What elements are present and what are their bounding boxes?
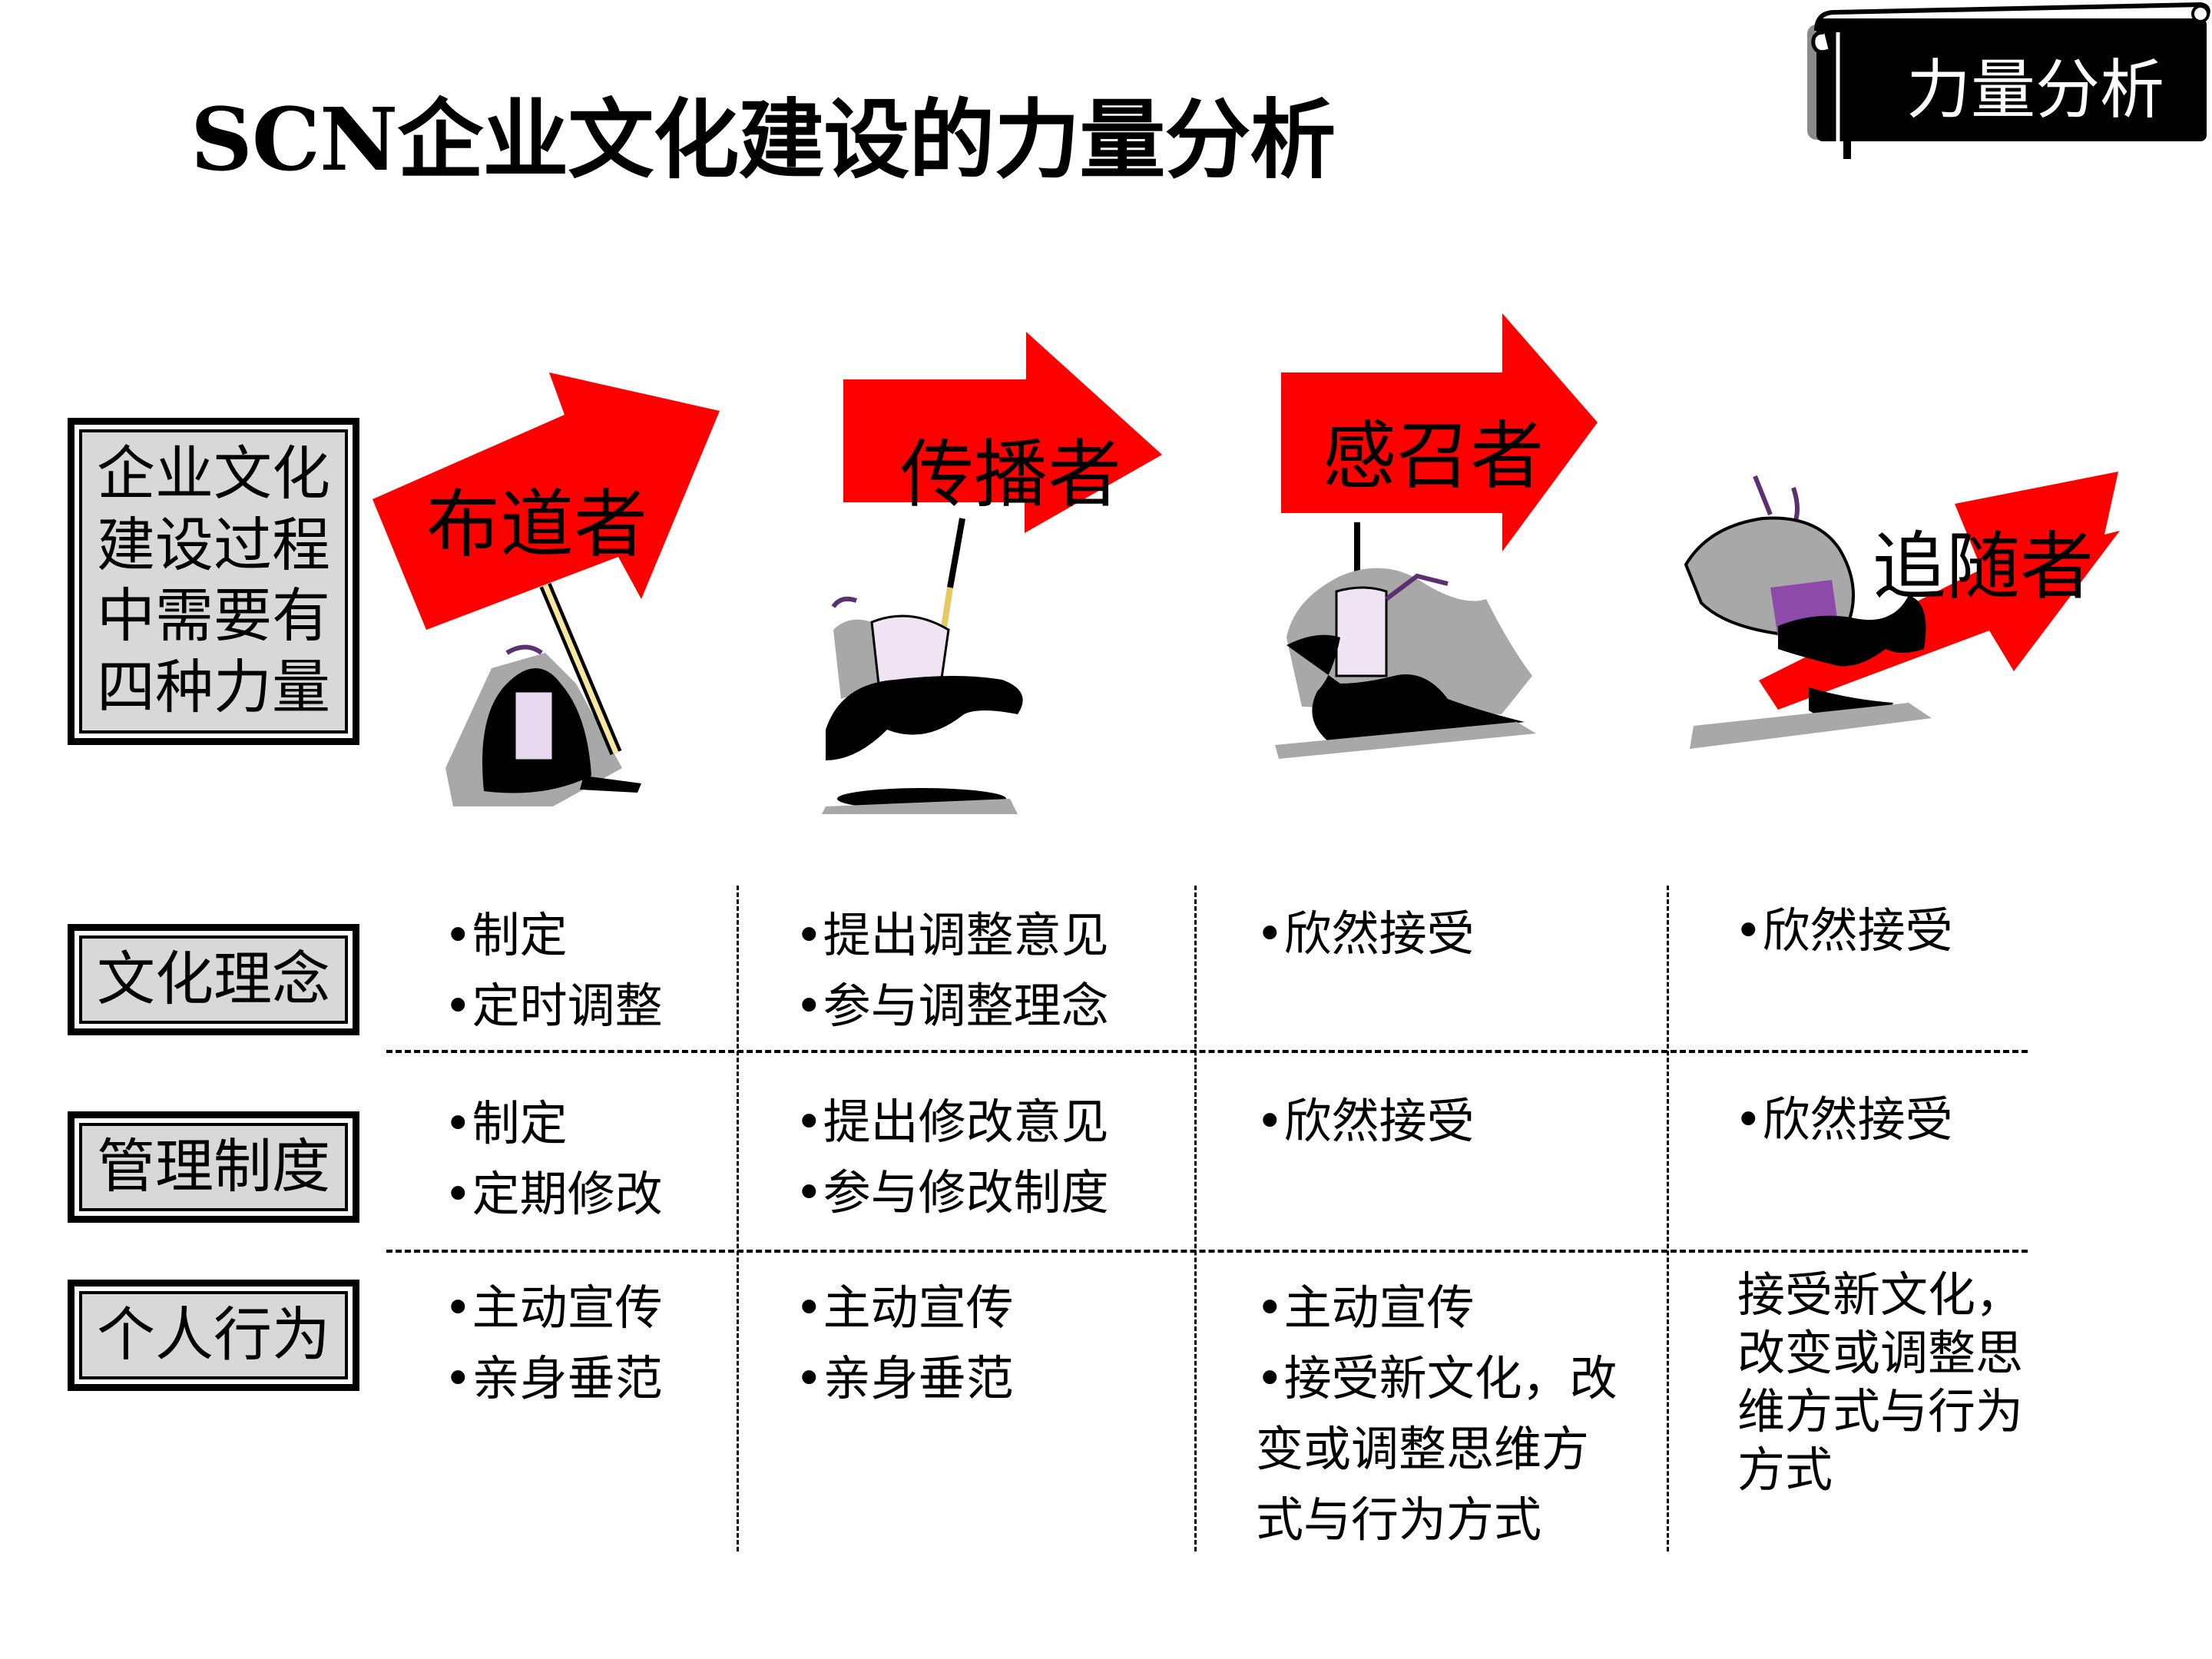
role-label: 布道者 (426, 482, 647, 568)
cell-line: •主动宣传 (1256, 1280, 1475, 1336)
table-cell: •欣然接受 (1734, 896, 1953, 966)
cell-line: •提出修改意见 (795, 1094, 1109, 1150)
table-cell: 接受新文化，改变或调整思维方式与行为方式 (1737, 1266, 2037, 1499)
cell-line: •制定 (444, 1095, 568, 1151)
row-label-box: 管理制度 (68, 1111, 359, 1223)
row-label-box: 文化理念 (68, 924, 359, 1035)
column-divider (1667, 886, 1669, 1551)
cell-line: •亲身垂范 (795, 1350, 1014, 1406)
cell-line: •欣然接受 (1256, 906, 1475, 962)
cell-line: •制定 (444, 907, 568, 963)
page-title: SCN企业文化建设的力量分析 (190, 90, 1336, 190)
arrow-icon (373, 373, 720, 630)
runner-figure-icon (822, 518, 1023, 814)
intro-box: 企业文化 建设过程 中需要有 四种力量 (68, 418, 359, 745)
role-label: 追随者 (1873, 524, 2094, 610)
table-cell: •欣然接受 (1734, 1084, 1953, 1155)
intro-line: 企业文化 (97, 439, 330, 508)
arrow-icon (843, 332, 1162, 533)
role-label: 感召者 (1323, 413, 1544, 499)
table-cell: •欣然接受 (1256, 899, 1475, 969)
table-cell: •主动宣传 •亲身垂范 (795, 1273, 1014, 1414)
scroll-tag-icon (1807, 2, 2210, 159)
column-divider (1194, 886, 1197, 1551)
cell-line: •亲身垂范 (444, 1350, 663, 1406)
cell-line: 接受新文化，改变或调整思维方式与行为方式 (1737, 1267, 2024, 1498)
cell-line: •参与调整理念 (795, 978, 1109, 1034)
follower-figure-icon (1684, 475, 1932, 749)
cell-line: •定时调整 (444, 978, 663, 1034)
section-tag: 力量分析 (1906, 52, 2164, 127)
intro-line: 中需要有 (97, 581, 330, 651)
cell-line: •提出调整意见 (795, 907, 1109, 963)
cell-line: •欣然接受 (1734, 902, 1953, 959)
table-cell: •主动宣传 •亲身垂范 (444, 1273, 663, 1414)
cell-line: •定期修改 (444, 1166, 663, 1222)
table-cell: •主动宣传 •接受新文化，改变或调整思维方式与行为方式 (1256, 1273, 1624, 1555)
row-label: 个人行为 (79, 1291, 348, 1379)
table-cell: •制定 •定时调整 (444, 900, 663, 1041)
cell-line: •参与修改制度 (795, 1164, 1109, 1220)
cell-line: •接受新文化，改变或调整思维方式与行为方式 (1256, 1350, 1618, 1548)
row-label-box: 个人行为 (68, 1280, 359, 1391)
row-divider (386, 1250, 2028, 1253)
cell-line: •欣然接受 (1734, 1091, 1953, 1147)
column-divider (737, 886, 739, 1551)
role-label: 传播者 (900, 432, 1121, 518)
intro-line: 四种力量 (97, 653, 330, 722)
cell-line: •欣然接受 (1256, 1093, 1475, 1149)
cell-line: •主动宣传 (444, 1280, 663, 1336)
greeter-figure-icon (1275, 522, 1536, 759)
row-divider (386, 1050, 2028, 1053)
table-cell: •欣然接受 (1256, 1086, 1475, 1157)
table-cell: •提出调整意见 •参与调整理念 (795, 900, 1109, 1041)
row-label: 管理制度 (79, 1123, 348, 1211)
row-label: 文化理念 (79, 935, 348, 1024)
cell-line: •主动宣传 (795, 1280, 1014, 1336)
arrow-icon (1281, 313, 1598, 551)
intro-line: 建设过程 (97, 510, 330, 579)
table-cell: •提出修改意见 •参与修改制度 (795, 1087, 1109, 1228)
table-cell: •制定 •定期修改 (444, 1088, 663, 1230)
flag-bearer-figure-icon (445, 582, 641, 806)
